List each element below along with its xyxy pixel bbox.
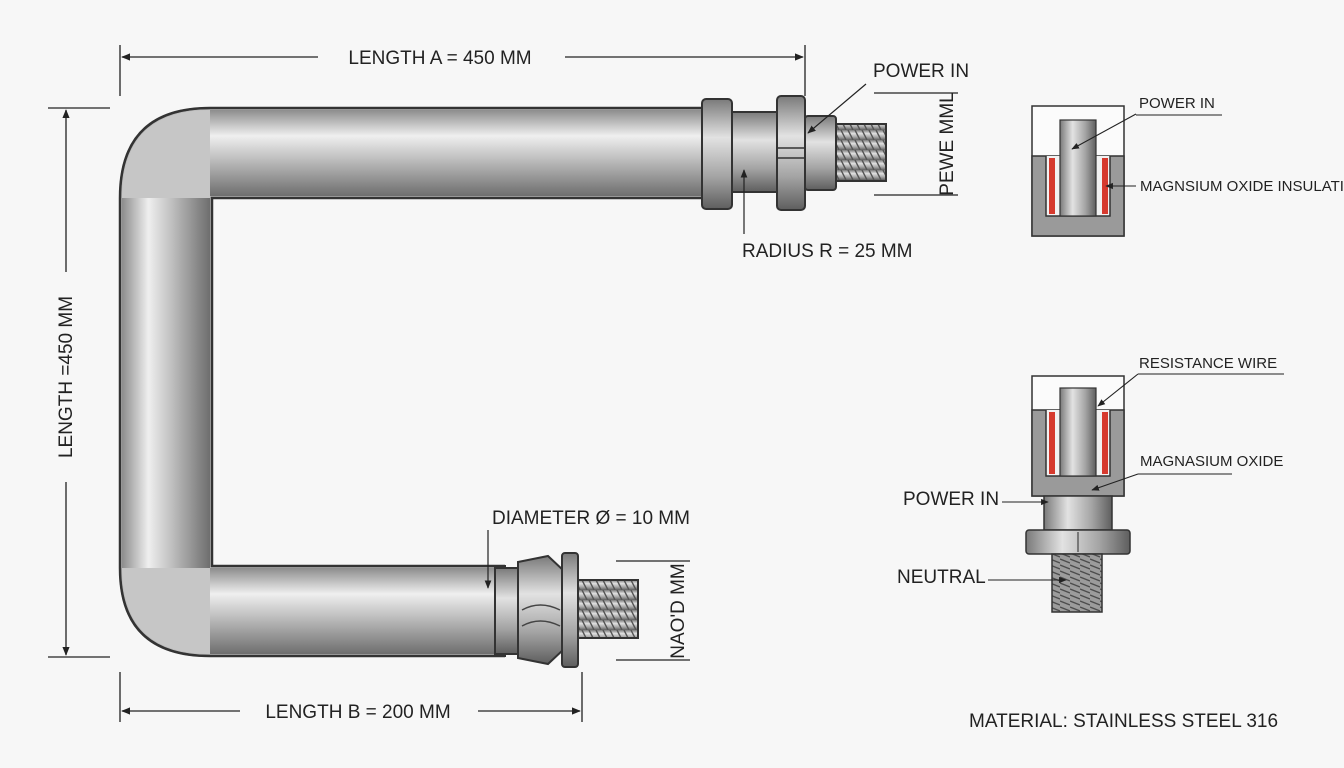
detail-top-insulation-left [1049,158,1055,214]
top-collar [804,115,837,191]
tube-top-run [210,110,705,196]
detail-top-insulation-label: MAGNSIUM OXIDE INSULATIO [1140,178,1344,195]
dimension-lines [48,45,958,722]
top-terminal-fitting [701,95,887,211]
bottom-terminal-fitting [494,552,639,668]
detail-top-power-in-label: POWER IN [1139,95,1215,112]
leader-lines [484,83,867,589]
bottom-flange [561,552,579,668]
top-thread-dim-label: PEWE MML [937,92,958,195]
detail-bottom-neck [1043,495,1113,531]
bottom-thread-dim-label: NAO'D MM [668,563,689,658]
detail-view-bottom [988,373,1284,613]
top-hex-nut-2 [776,95,806,211]
bottom-hex-nut [517,554,564,666]
detail-bottom-thread [1051,553,1103,613]
tube-bend-top [122,110,210,198]
diameter-label: DIAMETER Ø = 10 MM [492,508,690,529]
detail-bottom-neutral-label: NEUTRAL [897,567,986,588]
detail-bottom-insulation-right [1102,412,1108,474]
length-left-label: LENGTH =450 MM [56,296,77,458]
detail-view-top [1031,105,1222,237]
detail-bottom-insulation-left [1049,412,1055,474]
detail-bottom-conductor [1059,387,1097,477]
length-a-label: LENGTH A = 450 MM [348,48,531,69]
tube-bend-bottom [122,568,210,654]
top-power-in-label: POWER IN [873,61,969,82]
bottom-threaded-stud [577,579,639,639]
top-hex-nut-1 [701,98,733,210]
length-b-label: LENGTH B = 200 MM [265,702,450,723]
top-threaded-stud [835,123,887,182]
top-sleeve [731,111,779,193]
detail-bottom-resistance-wire-label: RESISTANCE WIRE [1139,355,1277,372]
detail-top-conductor [1059,119,1097,217]
material-label: MATERIAL: STAINLESS STEEL 316 [969,711,1278,732]
radius-label: RADIUS R = 25 MM [742,241,913,262]
detail-bottom-magnesium-oxide-label: MAGNASIUM OXIDE [1140,453,1283,470]
heating-tube [118,106,706,658]
tube-left-run [122,198,210,568]
detail-top-insulation-right [1102,158,1108,214]
tube-bottom-run [210,568,505,654]
detail-bottom-power-in-label: POWER IN [903,489,999,510]
